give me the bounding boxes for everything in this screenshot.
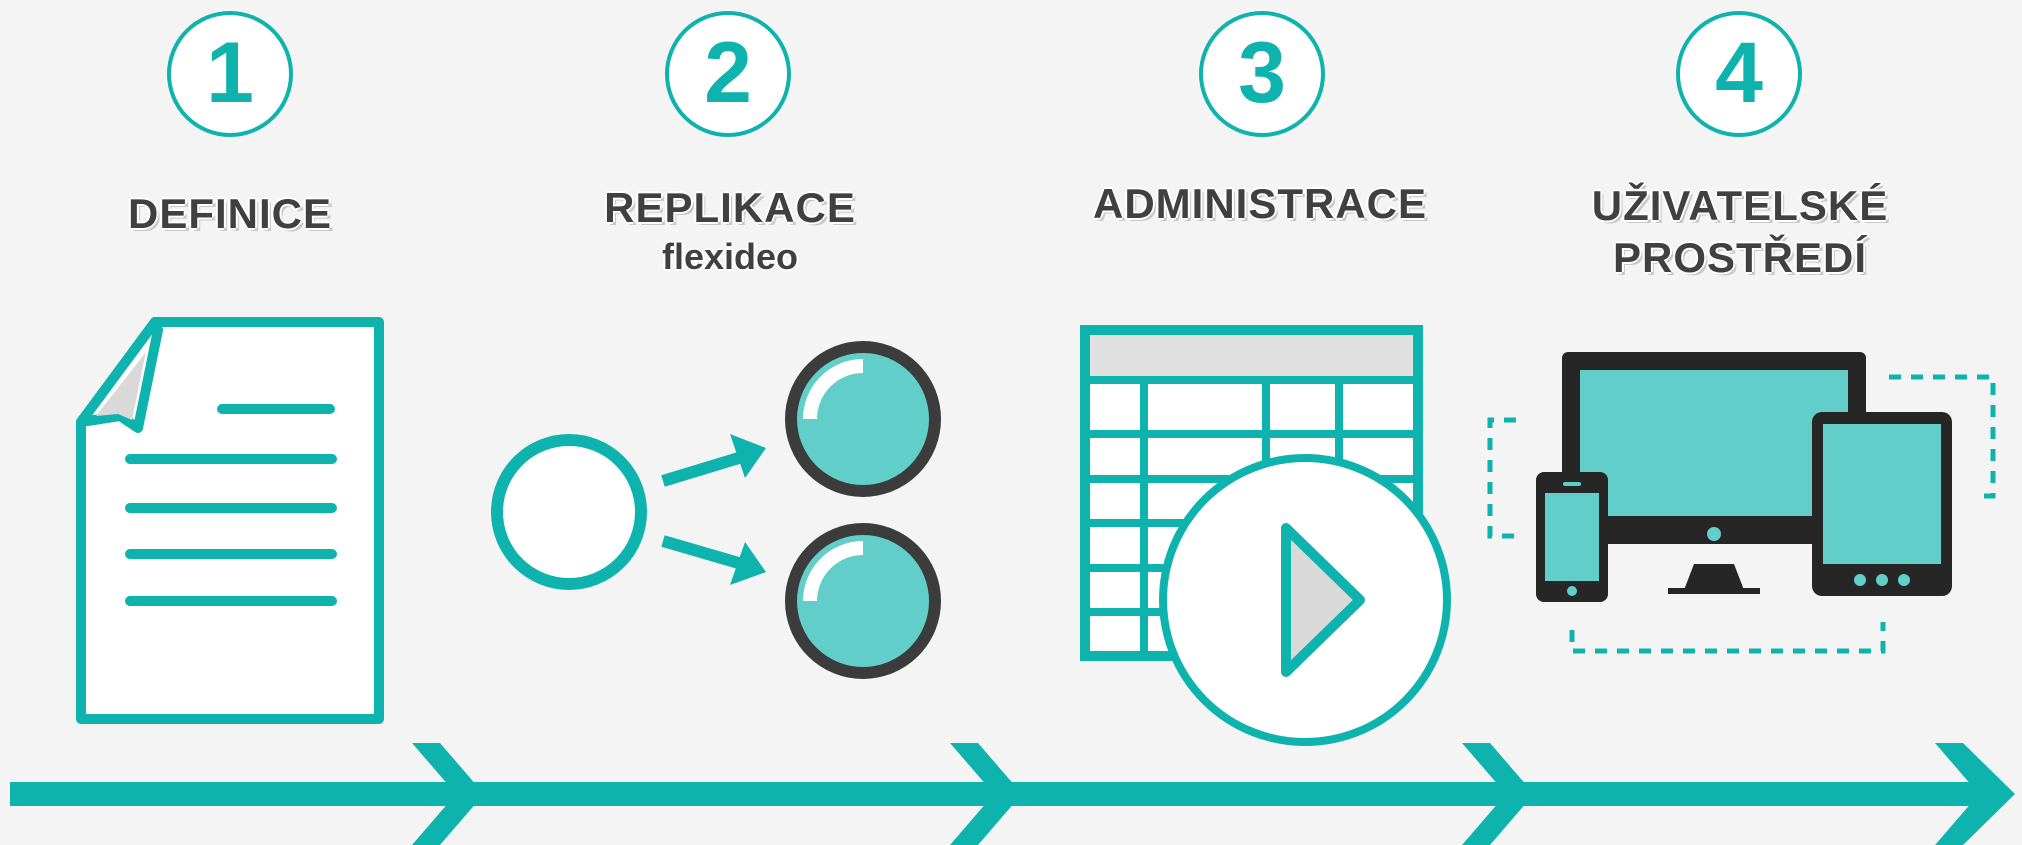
chevron-arrowhead-icon bbox=[1935, 743, 2015, 845]
document-icon bbox=[76, 317, 384, 724]
timeline-arrow bbox=[10, 743, 2015, 845]
table-play-icon bbox=[1080, 325, 1451, 746]
step-4-number-badge: 4 bbox=[1676, 11, 1802, 137]
step-2-number-badge: 2 bbox=[665, 11, 791, 137]
step-2-title: REPLIKACE bbox=[604, 184, 856, 231]
chevron-icon bbox=[1462, 743, 1534, 845]
chevron-icon bbox=[950, 743, 1022, 845]
replication-icon bbox=[491, 341, 941, 679]
step-2-subtitle: flexideo bbox=[661, 236, 799, 277]
step-1-number-badge: 1 bbox=[167, 11, 293, 137]
devices-icon bbox=[1487, 352, 1996, 654]
step-3-number-badge: 3 bbox=[1199, 11, 1325, 137]
step-1-title: DEFINICE bbox=[127, 190, 332, 237]
step-3-title: ADMINISTRACE bbox=[1093, 180, 1427, 227]
step-4-title: UŽIVATELSKÉ PROSTŘEDÍ bbox=[1591, 182, 1889, 281]
chevron-icon bbox=[412, 743, 484, 845]
